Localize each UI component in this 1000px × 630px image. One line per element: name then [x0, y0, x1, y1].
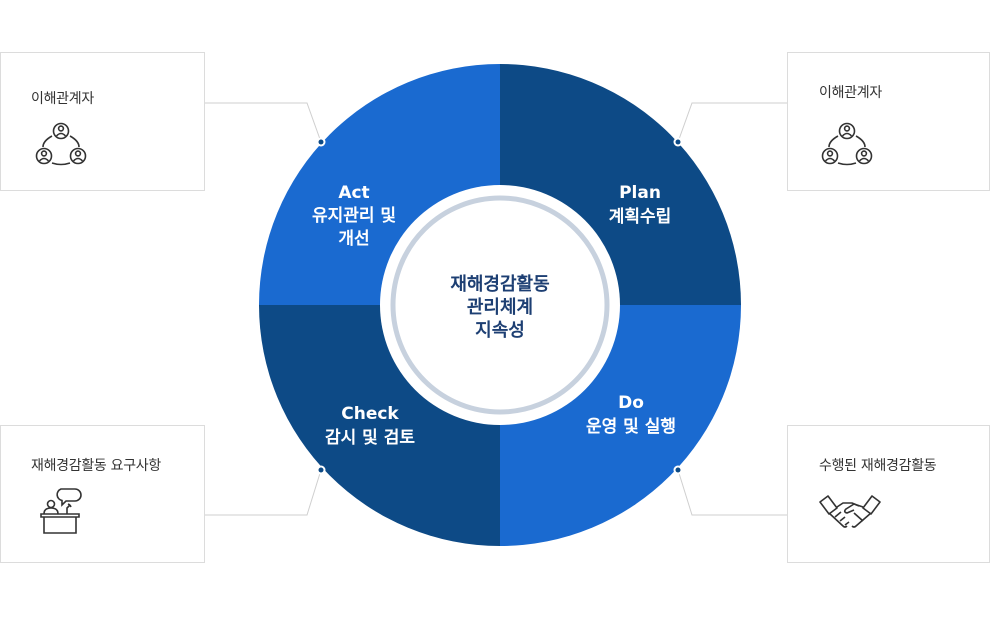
card-label: 재해경감활동 요구사항: [31, 458, 161, 474]
center-ring: [390, 195, 610, 415]
card-stakeholders-right: 이해관계자: [787, 52, 990, 191]
connector-lines: [205, 102, 787, 516]
center-line-2: 관리체계: [467, 297, 533, 318]
card-stakeholders-left: 이해관계자: [0, 52, 205, 191]
card-requirements: 재해경감활동 요구사항: [0, 425, 205, 563]
plan-title: Plan: [619, 183, 661, 203]
card-label: 수행된 재해경감활동: [819, 458, 937, 474]
center-line-1: 재해경감활동: [450, 274, 549, 295]
plan-subtitle: 계획수립: [609, 207, 672, 227]
card-label: 이해관계자: [31, 91, 94, 107]
connector-bottom-left: [205, 469, 322, 516]
act-title: Act: [338, 183, 369, 203]
center-line-3: 지속성: [475, 320, 525, 341]
check-subtitle: 감시 및 검토: [325, 428, 415, 448]
handshake-icon: [819, 495, 881, 528]
card-label: 이해관계자: [819, 85, 882, 101]
card-performed-activities: 수행된 재해경감활동: [787, 425, 990, 563]
do-title: Do: [618, 393, 644, 413]
stakeholders-icon: [821, 122, 873, 166]
check-title: Check: [341, 404, 399, 424]
stakeholders-icon: [35, 122, 87, 166]
connector-top-right: [677, 102, 787, 143]
connector-bottom-right: [677, 469, 787, 516]
do-subtitle: 운영 및 실행: [586, 417, 676, 437]
connector-top-left: [205, 102, 322, 143]
connector-dots: [316, 137, 683, 475]
act-subtitle-2: 개선: [338, 229, 369, 249]
podium-speaker-icon: [40, 488, 82, 534]
act-subtitle: 유지관리 및: [312, 206, 396, 226]
